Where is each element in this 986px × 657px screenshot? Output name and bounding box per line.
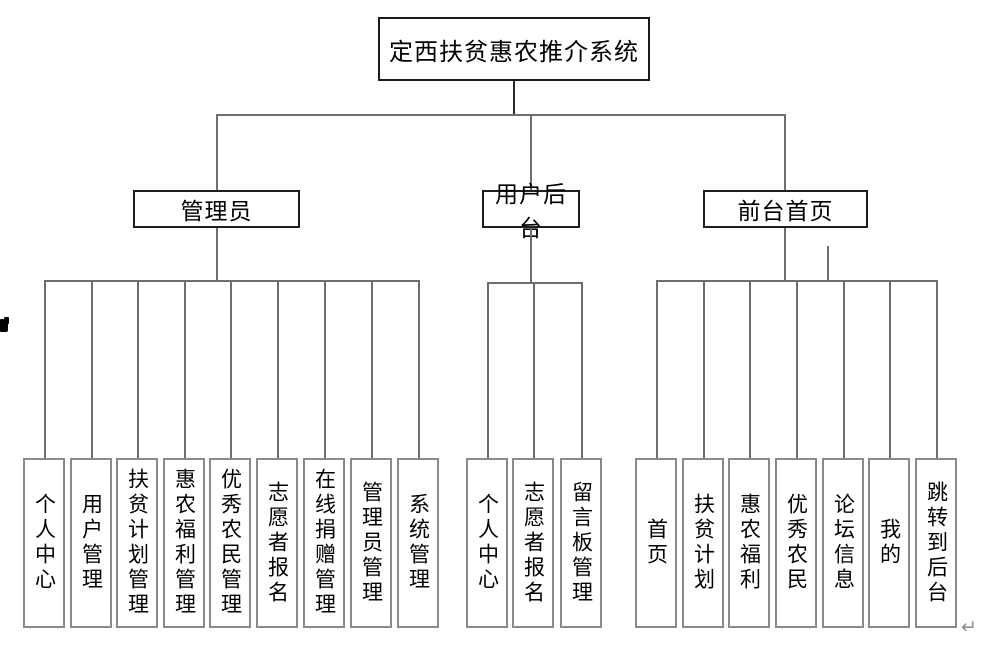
connector-line — [324, 280, 326, 458]
node-label: 首页 — [644, 518, 669, 568]
node-label: 扶贫计划管理 — [125, 468, 150, 618]
node-user-volunteer-signup: 志愿者报名 — [512, 458, 554, 628]
connector-line — [216, 228, 218, 281]
node-admin-volunteer-signup: 志愿者报名 — [256, 458, 298, 628]
node-admin-admin-mgmt: 管理员管理 — [350, 458, 392, 628]
connector-line — [784, 228, 786, 281]
node-label: 惠农福利 — [737, 493, 762, 593]
connector-line — [936, 280, 938, 458]
node-label: 前台首页 — [737, 199, 834, 224]
connector-line — [703, 280, 705, 458]
connector-line — [44, 280, 46, 458]
connector-line — [889, 280, 891, 458]
connector-line — [530, 114, 532, 190]
node-front-poverty-plan: 扶贫计划 — [682, 458, 724, 628]
node-label: 留言板管理 — [569, 480, 594, 606]
node-front-mine: 我的 — [868, 458, 910, 628]
node-admin-farmer-mgmt: 优秀农民管理 — [209, 458, 251, 628]
node-user-backend: 用户后台 — [482, 182, 580, 241]
node-label: 志愿者报名 — [265, 480, 290, 606]
node-label: 用户管理 — [79, 493, 104, 593]
connector-line — [91, 280, 93, 458]
connector-line — [581, 282, 583, 458]
connector-line — [656, 280, 658, 458]
connector-line — [371, 280, 373, 458]
node-admin-backend: 管理员 — [133, 190, 300, 228]
connector-line-stub — [827, 246, 829, 281]
node-front-forum-info: 论坛信息 — [822, 458, 864, 628]
connector-line — [277, 280, 279, 458]
connector-line — [216, 114, 218, 190]
node-label: 个人中心 — [475, 493, 500, 593]
node-label: 志愿者报名 — [521, 480, 546, 606]
node-label: 个人中心 — [32, 493, 57, 593]
connector-line — [230, 280, 232, 458]
node-label: 管理员 — [180, 199, 253, 224]
node-label: 管理员管理 — [359, 480, 384, 606]
node-front-farmers: 优秀农民 — [775, 458, 817, 628]
connector-line — [530, 228, 532, 283]
node-admin-user-mgmt: 用户管理 — [70, 458, 112, 628]
connector-line — [137, 280, 139, 458]
node-system-root: 定西扶贫惠农推介系统 — [378, 17, 650, 81]
node-front-jump-backend: 跳转到后台 — [915, 458, 957, 628]
node-front-welfare: 惠农福利 — [728, 458, 770, 628]
connector-line — [796, 280, 798, 458]
node-front-home: 前台首页 — [703, 190, 868, 228]
node-label: 跳转到后台 — [924, 480, 949, 606]
node-admin-donation-mgmt: 在线捐赠管理 — [303, 458, 345, 628]
node-label: 扶贫计划 — [691, 493, 716, 593]
node-label: 惠农福利管理 — [172, 468, 197, 618]
connector-line — [784, 114, 786, 190]
connector-line — [533, 282, 535, 458]
node-admin-poverty-plan-mgmt: 扶贫计划管理 — [116, 458, 158, 628]
connector-line — [44, 280, 420, 282]
node-admin-personal-center: 个人中心 — [23, 458, 65, 628]
connector-line — [513, 81, 515, 115]
node-label: 论坛信息 — [831, 493, 856, 593]
stray-ink-mark — [0, 317, 9, 332]
connector-line — [843, 280, 845, 458]
connector-line — [418, 280, 420, 458]
node-label: 我的 — [877, 518, 902, 568]
node-label: 优秀农民 — [784, 493, 809, 593]
node-label: 优秀农民管理 — [218, 468, 243, 618]
node-user-message-board-mgmt: 留言板管理 — [560, 458, 602, 628]
node-label: 定西扶贫惠农推介系统 — [389, 39, 639, 66]
node-front-home-page: 首页 — [635, 458, 677, 628]
node-admin-welfare-mgmt: 惠农福利管理 — [163, 458, 205, 628]
connector-line — [184, 280, 186, 458]
node-label: 用户后台 — [495, 182, 567, 241]
connector-line — [749, 280, 751, 458]
node-label: 在线捐赠管理 — [312, 468, 337, 618]
node-user-personal-center: 个人中心 — [466, 458, 508, 628]
connector-line — [487, 282, 489, 458]
node-label: 系统管理 — [406, 493, 431, 593]
node-admin-system-mgmt: 系统管理 — [397, 458, 439, 628]
paragraph-return-icon: ↵ — [961, 616, 977, 638]
connector-line — [216, 114, 786, 116]
